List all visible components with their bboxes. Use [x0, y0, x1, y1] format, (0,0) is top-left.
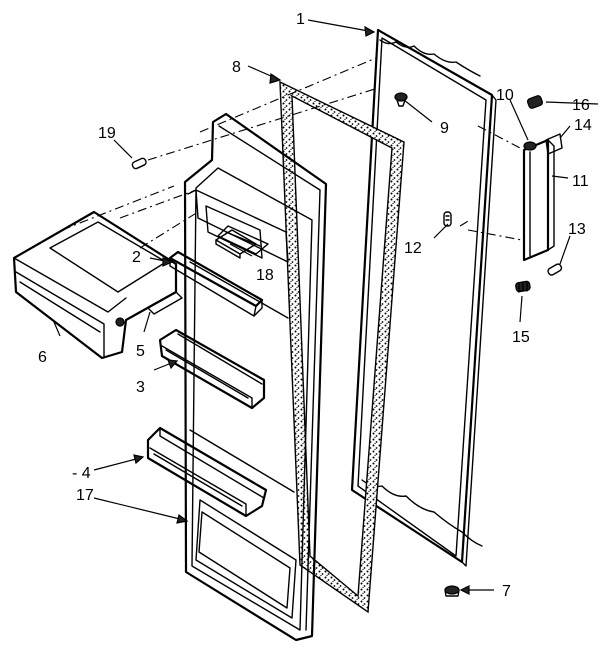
- door-gasket: [279, 80, 405, 614]
- door-bin-3: [158, 328, 266, 410]
- screw-12: [443, 211, 452, 227]
- hinge-cap-7: [444, 585, 460, 597]
- screw-13: [547, 263, 563, 276]
- callout-18: 18: [256, 267, 274, 284]
- hinge-plate-14: [545, 133, 563, 155]
- callout-17: 17: [76, 487, 94, 504]
- door-bin-4: [146, 426, 268, 518]
- dispenser-front-6: [12, 210, 178, 360]
- plug-9: [394, 92, 408, 107]
- callout-11: 11: [572, 173, 589, 190]
- callout-10: 10: [496, 87, 514, 104]
- callout-6: 6: [38, 349, 47, 366]
- callout-3: 3: [136, 379, 145, 396]
- screw-15: [515, 280, 531, 293]
- callout-2: 2: [132, 249, 141, 266]
- callout-15: 15: [512, 329, 530, 346]
- callout-5: 5: [136, 343, 145, 360]
- callout-14: 14: [574, 117, 592, 134]
- outer-door-panel: [350, 28, 497, 567]
- callout-9: 9: [440, 120, 449, 137]
- bushing-10: [523, 141, 537, 151]
- hinge-pin-16: [526, 95, 544, 109]
- callout-19: 19: [98, 125, 116, 142]
- flap-5: [147, 291, 183, 315]
- callout-16: 16: [572, 97, 590, 114]
- callout-4: - 4: [72, 465, 91, 482]
- hinge-bracket-11: [522, 138, 555, 262]
- dispenser-switch-18: [215, 229, 257, 259]
- callout-12: 12: [404, 240, 422, 257]
- callout-labels: 1 8 9 10 16 14 11 13 12 15 7 19 2 18 5 6…: [38, 11, 592, 600]
- assembly-lines: [61, 57, 525, 249]
- leader-lines: [53, 19, 599, 595]
- callout-13: 13: [568, 221, 586, 238]
- screw-19: [131, 157, 147, 170]
- callout-8: 8: [232, 59, 241, 76]
- callout-7: 7: [502, 583, 511, 600]
- callout-1: 1: [296, 11, 305, 28]
- shelf-2: [168, 250, 264, 317]
